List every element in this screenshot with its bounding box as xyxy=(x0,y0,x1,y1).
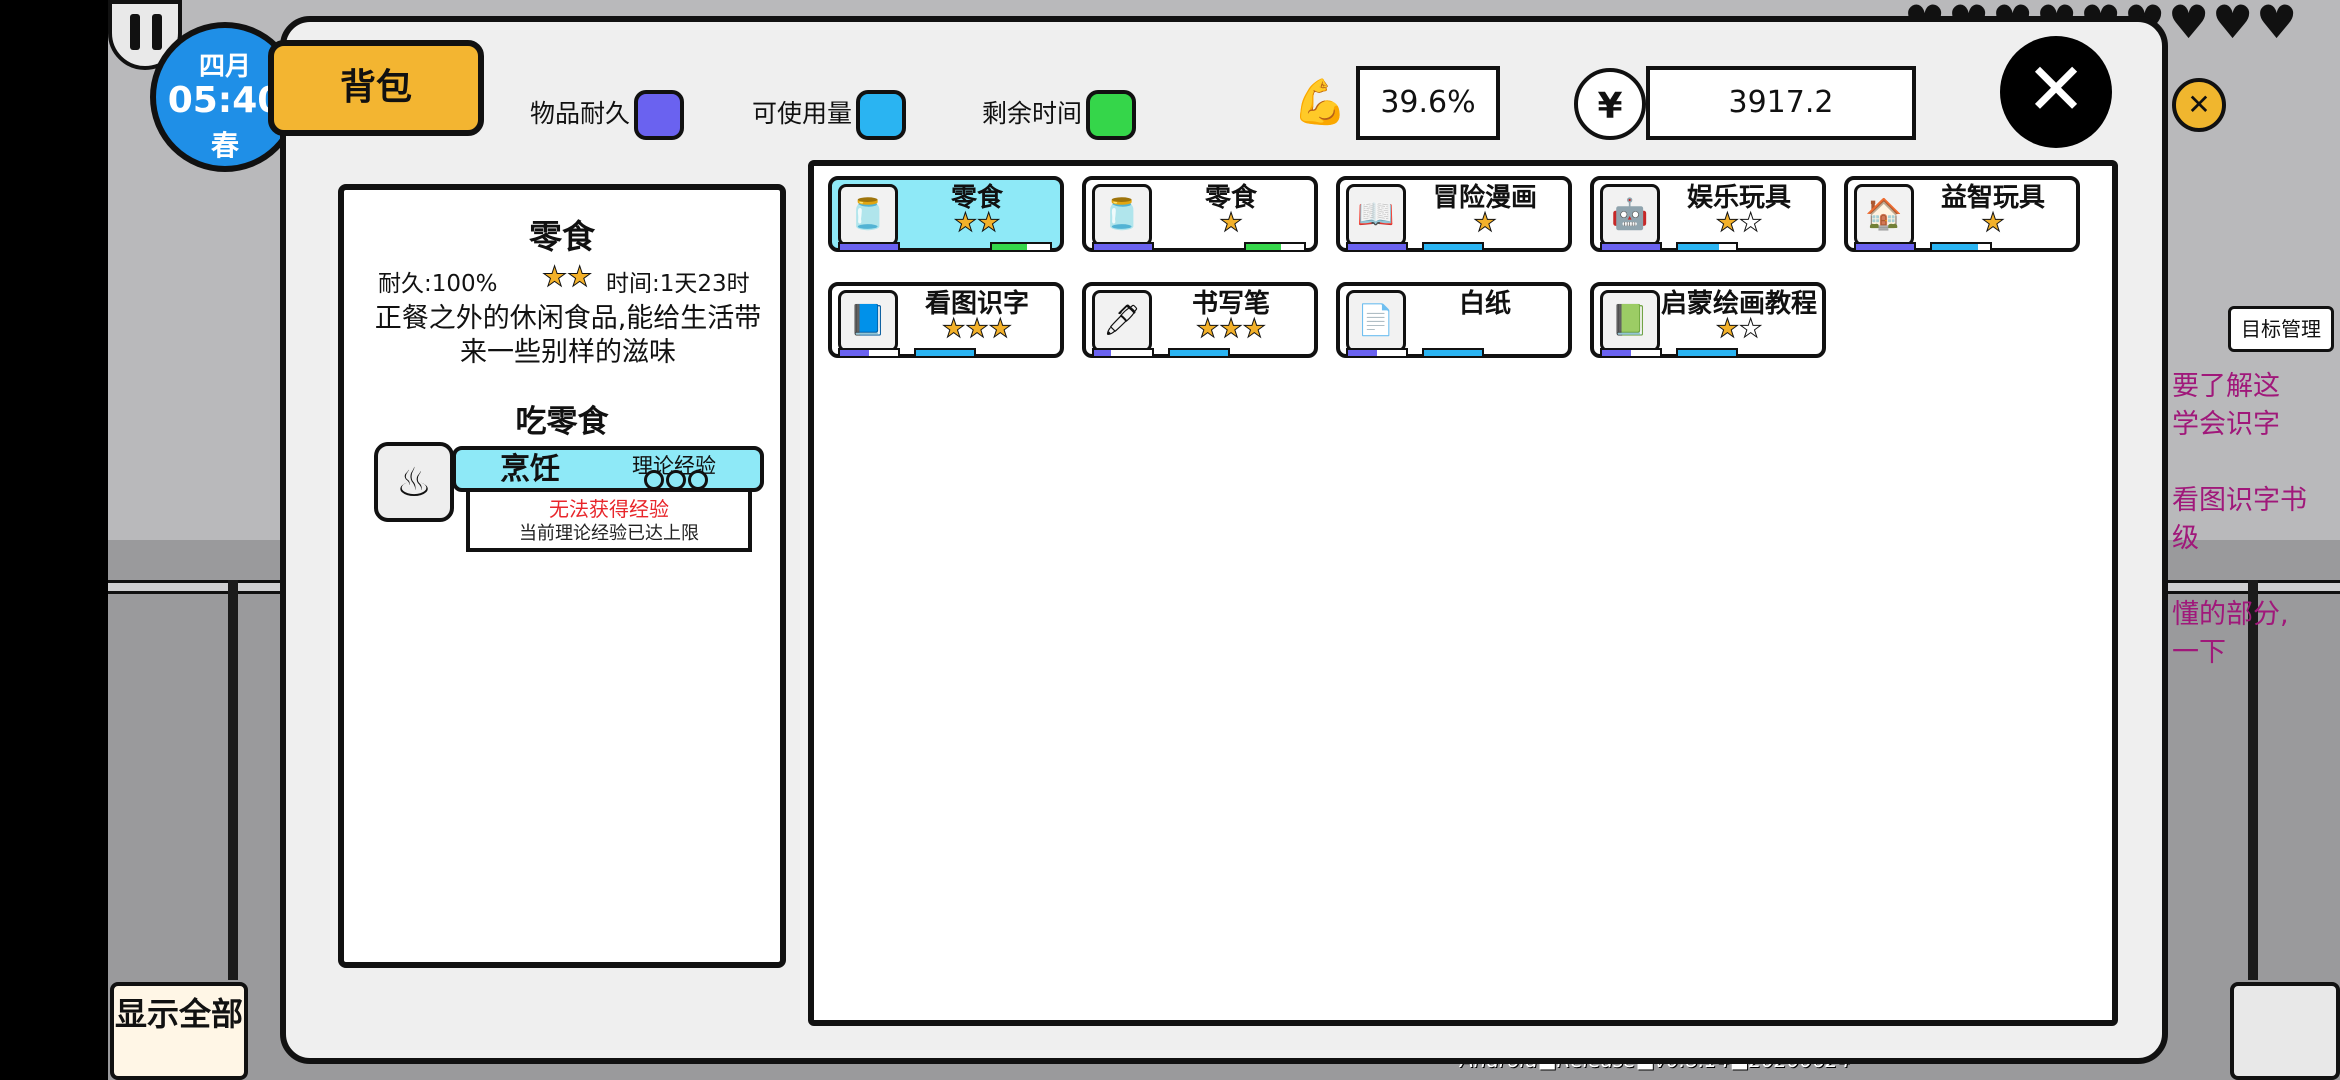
side-quest-text: 看图识字书 xyxy=(2172,485,2307,516)
item-icon: 📄 xyxy=(1346,290,1406,352)
item-stars: ★★ xyxy=(953,208,1001,238)
item-icon: 📗 xyxy=(1600,290,1660,352)
item-stars: ★ xyxy=(1981,208,2005,238)
warn-title: 无法获得经验 xyxy=(549,497,669,521)
cooking-skill-bar: 烹饪 理论经验 xyxy=(452,446,764,492)
heart-icon: ♥ xyxy=(2212,0,2254,49)
time-swatch xyxy=(1086,90,1137,140)
warn-detail: 当前理论经验已达上限 xyxy=(519,523,699,544)
durability-bar xyxy=(838,348,900,358)
item-name: 零食 xyxy=(1204,183,1257,213)
inventory-item[interactable]: 🫙 零食★★ xyxy=(828,176,1064,252)
legend-time: 剩余时间 xyxy=(982,84,1137,144)
item-stars: ★★ xyxy=(1715,314,1763,344)
item-stars: ★ xyxy=(1219,208,1243,238)
usage-bar xyxy=(914,348,976,358)
item-detail-panel: 零食 耐久:100% ★★ 时间:1天23时 正餐之外的休闲食品,能给生活带来一… xyxy=(338,184,786,968)
usage-bar xyxy=(1930,242,1992,252)
usage-bar xyxy=(1168,348,1230,358)
detail-durability: 耐久:100% xyxy=(378,271,498,297)
item-name: 书写笔 xyxy=(1191,289,1270,319)
side-quest-text: 学会识字 xyxy=(2172,409,2280,440)
item-name: 冒险漫画 xyxy=(1432,183,1537,213)
clock-month: 四月 xyxy=(198,52,251,82)
eat-snack-action[interactable]: 吃零食 xyxy=(515,404,609,440)
item-stars: ★★★ xyxy=(1196,314,1267,344)
usage-bar xyxy=(1676,242,1738,252)
utensils-icon[interactable]: ✕ xyxy=(2172,78,2226,132)
item-icon: 🤖 xyxy=(1600,184,1660,246)
durability-bar xyxy=(1600,348,1662,358)
item-name: 益智玩具 xyxy=(1940,183,2045,213)
notebook-icon[interactable] xyxy=(2230,982,2340,1080)
detail-description: 正餐之外的休闲食品,能给生活带来一些别样的滋味 xyxy=(374,303,762,368)
durability-bar xyxy=(1854,242,1916,252)
muscle-icon: 💪 xyxy=(1292,77,1348,128)
usage-swatch xyxy=(856,90,907,140)
durability-bar xyxy=(1346,242,1408,252)
goal-management-button[interactable]: 目标管理 xyxy=(2228,306,2334,352)
railing-post xyxy=(228,580,238,980)
side-quest-text: 级 xyxy=(2172,523,2199,554)
skill-name: 烹饪 xyxy=(500,452,560,487)
strength-value: 39.6% xyxy=(1356,66,1500,140)
item-icon: 🖊 xyxy=(1092,290,1152,352)
usage-bar xyxy=(1422,348,1484,358)
side-quest-text: 懂的部分, xyxy=(2172,599,2289,630)
time-bar xyxy=(990,242,1052,252)
legend-usage: 可使用量 xyxy=(752,84,907,144)
time-bar xyxy=(1244,242,1306,252)
durability-swatch xyxy=(634,90,685,140)
side-quest-text: 要了解这 xyxy=(2172,371,2280,402)
show-all-button[interactable]: 显示全部 xyxy=(110,982,248,1080)
durability-bar xyxy=(1346,348,1408,358)
inventory-item[interactable]: 📖 冒险漫画★ xyxy=(1336,176,1572,252)
item-icon: 🏠 xyxy=(1854,184,1914,246)
item-stars: ★★★ xyxy=(942,314,1013,344)
item-name: 看图识字 xyxy=(924,289,1029,319)
legend-durability: 物品耐久 xyxy=(530,84,685,144)
usage-bar xyxy=(1422,242,1484,252)
inventory-item[interactable]: 🏠 益智玩具★ xyxy=(1844,176,2080,252)
item-stars: ★ xyxy=(1473,208,1497,238)
detail-stars: ★★ xyxy=(541,260,593,294)
heart-icon: ♥ xyxy=(2168,0,2210,49)
item-name: 白纸 xyxy=(1458,289,1511,319)
inventory-item[interactable]: 📄 白纸 xyxy=(1336,282,1572,358)
clock-season: 春 xyxy=(210,129,239,162)
heart-icon: ♥ xyxy=(2256,0,2298,49)
skill-level-dots xyxy=(644,470,728,492)
skill-warning: 无法获得经验 当前理论经验已达上限 xyxy=(466,492,752,552)
item-icon: 🫙 xyxy=(1092,184,1152,246)
close-button[interactable]: ✕ xyxy=(2000,36,2112,148)
usage-bar xyxy=(1676,348,1738,358)
inventory-grid: 🫙零食★★🫙零食★📖冒险漫画★🤖娱乐玩具★★🏠益智玩具★📘看图识字★★★🖊书写笔… xyxy=(808,160,2118,1026)
durability-bar xyxy=(838,242,900,252)
item-name: 启蒙绘画教程 xyxy=(1660,289,1817,319)
inventory-item[interactable]: 📘 看图识字★★★ xyxy=(828,282,1064,358)
item-icon: 🫙 xyxy=(838,184,898,246)
item-icon: 📘 xyxy=(838,290,898,352)
durability-bar xyxy=(1092,242,1154,252)
clock-time: 05:40 xyxy=(167,80,283,121)
railing-post xyxy=(2248,580,2258,980)
detail-title: 零食 xyxy=(529,217,595,256)
inventory-item[interactable]: 🖊 书写笔★★★ xyxy=(1082,282,1318,358)
detail-time: 时间:1天23时 xyxy=(606,271,750,297)
durability-bar xyxy=(1092,348,1154,358)
item-name: 娱乐玩具 xyxy=(1686,183,1791,213)
money-value: 3917.2 xyxy=(1646,66,1916,140)
inventory-item[interactable]: 🫙 零食★ xyxy=(1082,176,1318,252)
bag-tab[interactable]: 背包 xyxy=(268,40,484,136)
item-stars: ★★ xyxy=(1715,208,1763,238)
item-name: 零食 xyxy=(950,183,1003,213)
yen-icon: ¥ xyxy=(1574,68,1646,140)
cooking-pot-icon: ♨ xyxy=(374,442,454,522)
item-icon: 📖 xyxy=(1346,184,1406,246)
side-quest-text: 一下 xyxy=(2172,637,2226,668)
inventory-item[interactable]: 📗启蒙绘画教程★★ xyxy=(1590,282,1826,358)
durability-bar xyxy=(1600,242,1662,252)
inventory-item[interactable]: 🤖 娱乐玩具★★ xyxy=(1590,176,1826,252)
